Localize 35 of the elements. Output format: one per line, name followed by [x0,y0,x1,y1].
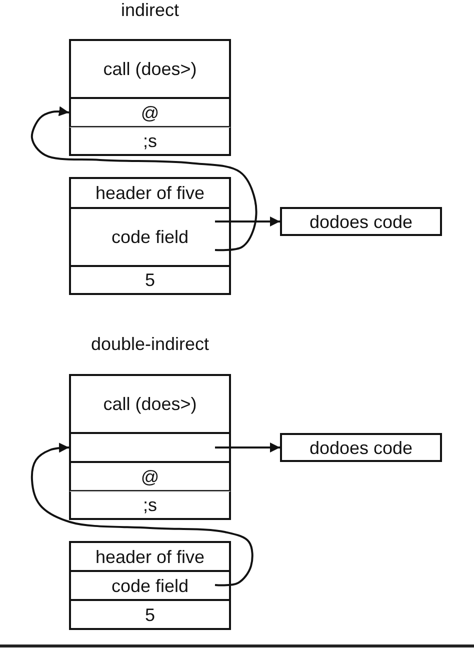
cell-text: code field [111,226,189,248]
arrow [30,106,258,252]
cell-text: header of five [95,546,205,568]
memory-cell [69,39,231,99]
cell-text: 5 [144,604,155,626]
cell-text: call (does>) [103,393,197,415]
cell-text: ;s [142,130,157,152]
arrow [215,442,280,452]
arrow [30,442,254,586]
memory-cell [69,265,231,295]
cell-text: dodoes code [309,436,413,458]
section-title: double-indirect [90,334,210,355]
cell-text: code field [111,574,189,596]
memory-cell [69,491,231,520]
memory-cell [69,432,231,463]
cell-text: @ [140,102,160,124]
memory-cell [69,570,231,601]
memory-cell [69,177,231,209]
cell-text: ;s [142,494,157,516]
section-title: indirect [120,0,180,21]
memory-cell [69,127,231,156]
code-box [280,433,442,462]
cell-text: 5 [144,269,155,291]
memory-cell [69,599,231,630]
arrow [215,216,280,226]
cell-text: @ [140,466,160,488]
cell-text: header of five [95,182,205,204]
code-box [280,207,442,236]
memory-cell [69,97,231,128]
memory-cell [69,207,231,267]
cell-text: call (does>) [103,58,197,80]
cell-text: dodoes code [309,210,413,232]
memory-cell [69,461,231,492]
memory-cell [69,374,231,434]
memory-cell [69,541,231,572]
